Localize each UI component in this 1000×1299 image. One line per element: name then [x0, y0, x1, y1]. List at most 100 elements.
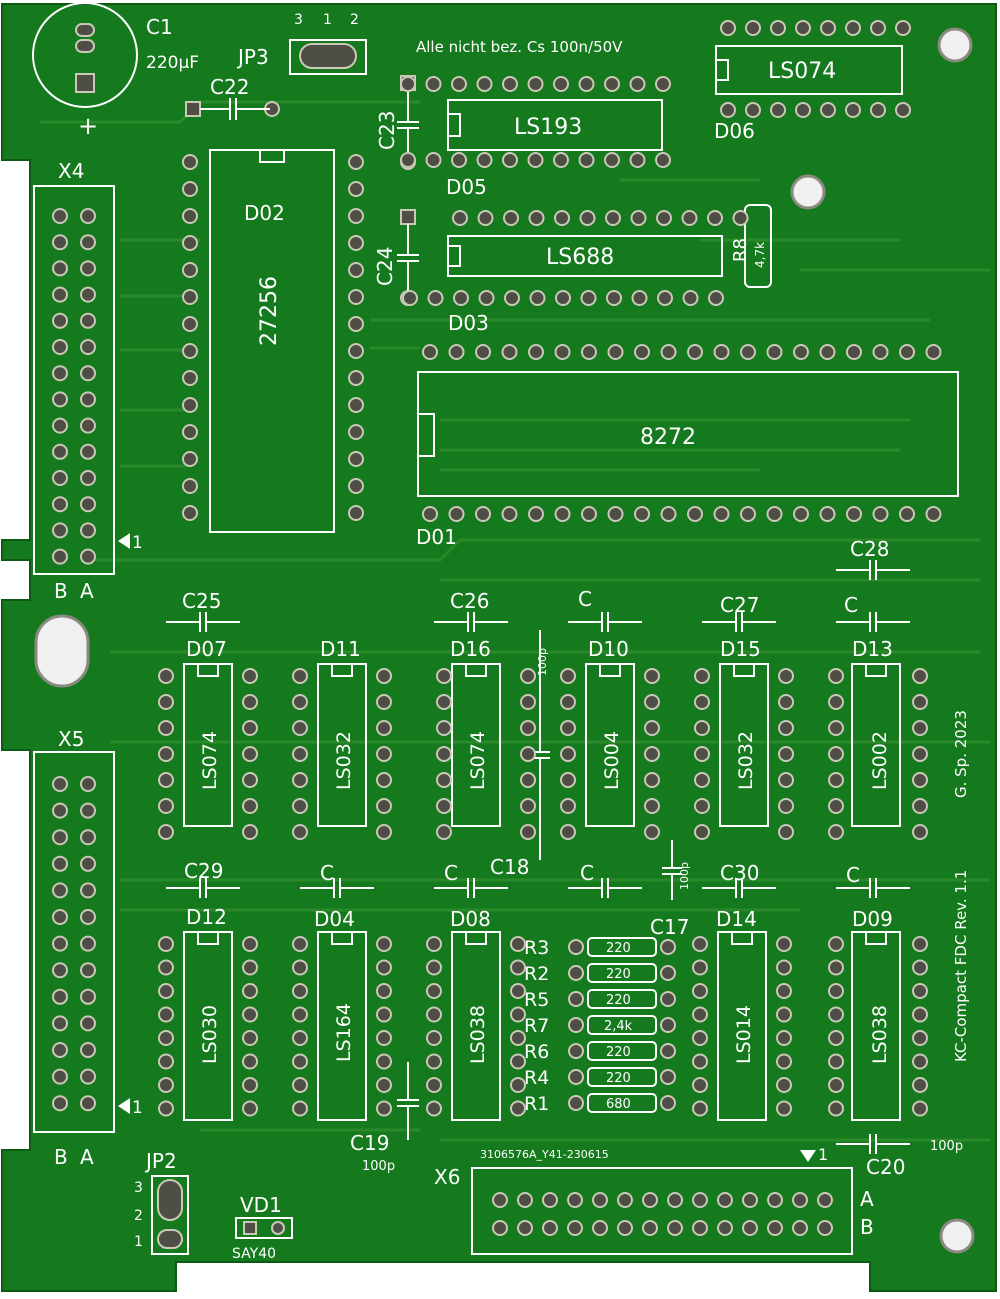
solder-pad — [376, 959, 392, 976]
solder-pad — [766, 506, 783, 522]
solder-pad — [426, 959, 442, 976]
solder-pad — [692, 983, 708, 999]
solder-pad — [80, 417, 96, 434]
solder-pad — [158, 668, 174, 684]
solder-pad — [895, 102, 911, 118]
solder-pad — [80, 935, 96, 952]
resistor-value: 220 — [606, 1045, 631, 1060]
solder-pad — [52, 1042, 68, 1058]
solder-pad — [656, 210, 672, 226]
solder-pad — [348, 235, 364, 251]
pad-grid — [52, 20, 942, 1236]
resistor-r5: R5 220 — [524, 989, 657, 1011]
solder-pad — [528, 344, 544, 360]
d11-type: LS032 — [333, 731, 355, 790]
solder-pad — [348, 397, 364, 413]
solder-pad — [717, 1192, 733, 1208]
c19-value: 100p — [362, 1159, 395, 1174]
solder-pad — [158, 1006, 174, 1023]
chip-d07: D07 LS074 — [183, 637, 233, 827]
solder-pad — [492, 1192, 508, 1208]
solder-pad — [520, 798, 536, 814]
d08-ref: D08 — [450, 907, 491, 931]
x5-label: X5 — [58, 727, 84, 751]
solder-pad — [52, 882, 68, 899]
solder-pad — [80, 909, 96, 925]
solder-pad — [182, 208, 198, 224]
x5-col-a: A — [80, 1145, 94, 1169]
x6-row-a: A — [860, 1187, 874, 1211]
solder-pad — [681, 210, 698, 226]
solder-pad — [667, 1192, 683, 1208]
solder-pad — [158, 1030, 174, 1046]
c17-value: 100p — [678, 862, 691, 890]
solder-pad — [348, 154, 364, 170]
solder-pad — [158, 936, 174, 952]
solder-pad — [426, 936, 442, 952]
solder-pad — [182, 154, 198, 170]
d12-type: LS030 — [199, 1005, 221, 1064]
c26-label: C26 — [450, 589, 489, 613]
solder-pad — [828, 798, 844, 814]
c1-value: 220µF — [146, 53, 199, 73]
solder-pad — [501, 344, 518, 360]
solder-pad — [580, 290, 597, 306]
solder-pad — [529, 290, 546, 306]
chip-d10: D10 LS004 — [585, 637, 635, 827]
solder-pad — [436, 824, 452, 840]
solder-pad — [828, 1053, 844, 1070]
resistor-ref: R6 — [524, 1041, 549, 1063]
x6-row-b: B — [860, 1215, 874, 1239]
solder-pad — [660, 991, 676, 1007]
solder-pad — [767, 1192, 783, 1208]
d03-ref: D03 — [448, 311, 489, 335]
solder-pad — [776, 1006, 792, 1023]
serial-number: 3106576A_Y41-230615 — [480, 1148, 609, 1161]
solder-pad — [692, 1192, 708, 1208]
solder-pad — [605, 210, 621, 226]
connector-x5: X5 B A 1 — [33, 727, 143, 1169]
d15-ref: D15 — [720, 637, 761, 661]
solder-pad — [644, 668, 660, 684]
solder-pad — [692, 1053, 708, 1070]
solder-pad — [510, 1077, 526, 1093]
solder-pad — [872, 506, 889, 522]
solder-pad — [912, 694, 928, 710]
c18-value: 100p — [536, 648, 549, 676]
solder-pad — [425, 152, 442, 168]
solder-pad — [631, 290, 648, 306]
solder-pad — [182, 451, 198, 467]
solder-pad — [778, 720, 794, 736]
solder-pad — [828, 668, 844, 684]
d01-ref: D01 — [416, 525, 457, 549]
solder-pad — [720, 20, 736, 36]
chip-d13: D13 LS002 — [851, 637, 901, 827]
solder-pad — [694, 746, 710, 762]
jp2-label: JP2 — [144, 1149, 177, 1173]
solder-pad — [560, 720, 576, 736]
solder-pad — [644, 798, 660, 814]
solder-pad — [912, 746, 928, 762]
solder-pad — [242, 983, 258, 999]
solder-pad — [568, 965, 584, 981]
d16-ref: D16 — [450, 637, 491, 661]
solder-pad — [182, 343, 198, 359]
solder-pad — [579, 210, 596, 226]
solder-pad — [182, 235, 198, 251]
solder-pad — [554, 210, 570, 226]
jp2-jumper: JP2 3 2 1 — [134, 1149, 189, 1255]
d11-ref: D11 — [320, 637, 361, 661]
solder-pad — [828, 959, 844, 976]
solder-pad — [520, 694, 536, 710]
solder-pad — [528, 506, 544, 522]
d02-type: 27256 — [257, 276, 282, 346]
solder-pad — [292, 1077, 308, 1093]
d06-ref: D06 — [714, 119, 755, 143]
solder-pad — [912, 983, 928, 999]
solder-pad — [52, 935, 68, 952]
slot-hole — [34, 614, 90, 688]
solder-pad — [770, 20, 786, 36]
solder-pad — [692, 959, 708, 976]
solder-pad — [376, 1077, 392, 1093]
solder-pad — [80, 1015, 96, 1032]
